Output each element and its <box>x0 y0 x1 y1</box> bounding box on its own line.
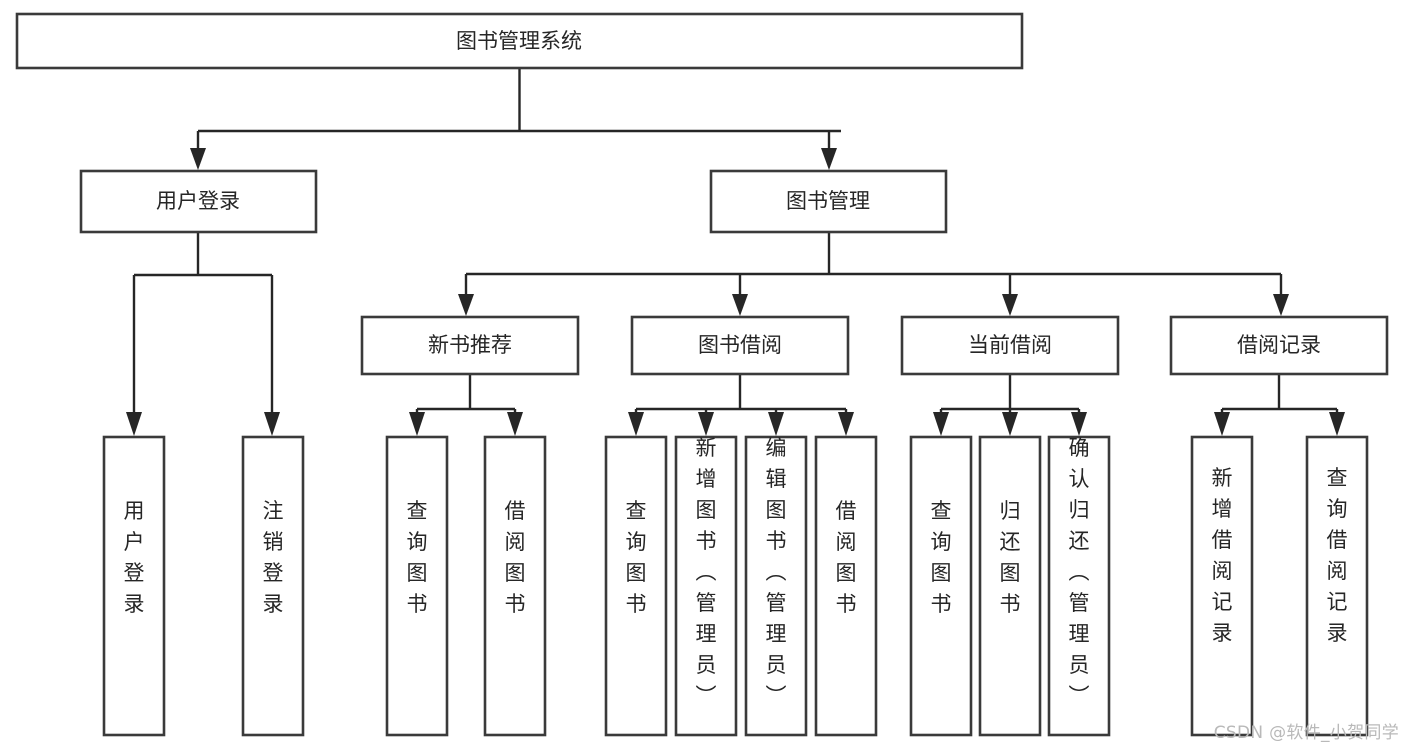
leaf-box-br-query-record[interactable] <box>1305 435 1369 737</box>
leaf-box-cb-query-book[interactable] <box>909 435 973 737</box>
leaf-box-bb-add-book[interactable] <box>674 435 738 737</box>
node-new-book-recommend-box[interactable] <box>360 315 580 376</box>
leaf-box-user-logout[interactable] <box>241 435 305 737</box>
leaf-box-bb-query-book[interactable] <box>604 435 668 737</box>
leaf-node-nbr-query-book[interactable]: 查询图书 <box>385 435 449 737</box>
node-new-book-recommend-label: 新书推荐 <box>428 333 512 357</box>
node-user-login-box[interactable] <box>79 169 318 234</box>
node-borrow-record-box[interactable] <box>1169 315 1389 376</box>
leaf-node-cb-confirm-return[interactable]: 确认归还︵管理员︶ <box>1047 435 1111 737</box>
node-user-login-label: 用户登录 <box>156 189 240 213</box>
node-book-manage-label: 图书管理 <box>786 189 870 213</box>
node-borrow-record-label: 借阅记录 <box>1237 333 1321 357</box>
leaf-node-cb-return-book[interactable]: 归还图书 <box>978 435 1042 737</box>
leaf-label-cb-confirm-return: 确认归还︵管理员︶ <box>1069 436 1090 708</box>
leaf-label-nbr-query-book: 查询图书 <box>407 499 428 616</box>
arrow-head-bb-leaf-3 <box>768 412 784 436</box>
leaf-label-cb-return-book: 归还图书 <box>1000 499 1021 616</box>
leaf-label-br-query-record: 查询借阅记录 <box>1327 466 1348 645</box>
node-borrow-record[interactable]: 借阅记录 <box>1169 315 1389 376</box>
node-book-manage[interactable]: 图书管理 <box>709 169 948 234</box>
leaf-label-user-login-login: 用户登录 <box>124 499 145 616</box>
leaf-node-bb-edit-book[interactable]: 编辑图书︵管理员︶ <box>744 435 808 737</box>
leaf-label-user-logout: 注销登录 <box>263 499 284 616</box>
leaf-label-bb-add-book: 新增图书︵管理员︶ <box>696 436 717 708</box>
node-user-login[interactable]: 用户登录 <box>79 169 318 234</box>
arrow-head-borrow-record <box>1273 294 1289 316</box>
leaf-box-bb-edit-book[interactable] <box>744 435 808 737</box>
arrow-head-leaf-user-login <box>126 412 142 436</box>
arrow-head-br-leaf-1 <box>1214 412 1230 436</box>
node-book-borrow-box[interactable] <box>630 315 850 376</box>
arrow-head-bb-leaf-1 <box>628 412 644 436</box>
leaf-box-user-login-login[interactable] <box>102 435 166 737</box>
node-current-borrow[interactable]: 当前借阅 <box>900 315 1120 376</box>
arrow-head-current-borrow <box>1002 294 1018 316</box>
leaf-node-bb-query-book[interactable]: 查询图书 <box>604 435 668 737</box>
arrow-head-cb-leaf-3 <box>1071 412 1087 436</box>
node-book-borrow-label: 图书借阅 <box>698 333 782 357</box>
leaf-label-cb-query-book: 查询图书 <box>931 499 952 616</box>
arrow-head-nbr-leaf-1 <box>409 412 425 436</box>
leaf-box-cb-confirm-return[interactable] <box>1047 435 1111 737</box>
leaf-node-bb-add-book[interactable]: 新增图书︵管理员︶ <box>674 435 738 737</box>
arrow-head-leaf-logout <box>264 412 280 436</box>
node-new-book-recommend[interactable]: 新书推荐 <box>360 315 580 376</box>
arrow-head-br-leaf-2 <box>1329 412 1345 436</box>
leaf-label-bb-borrow-book: 借阅图书 <box>836 499 857 616</box>
node-book-manage-box[interactable] <box>709 169 948 234</box>
connector-layer <box>126 68 1345 436</box>
leaf-node-user-logout[interactable]: 注销登录 <box>241 435 305 737</box>
node-root[interactable]: 图书管理系统 <box>15 12 1024 70</box>
leaf-label-br-add-record: 新增借阅记录 <box>1212 466 1233 645</box>
leaf-node-br-add-record[interactable]: 新增借阅记录 <box>1190 435 1254 737</box>
arrow-head-new-book-recommend <box>458 294 474 316</box>
leaf-node-br-query-record[interactable]: 查询借阅记录 <box>1305 435 1369 737</box>
arrow-head-cb-leaf-2 <box>1002 412 1018 436</box>
leaf-box-nbr-borrow-book[interactable] <box>483 435 547 737</box>
leaf-node-bb-borrow-book[interactable]: 借阅图书 <box>814 435 878 737</box>
node-root-box[interactable] <box>15 12 1024 70</box>
arrow-head-book-manage <box>821 148 837 170</box>
arrow-head-bb-leaf-4 <box>838 412 854 436</box>
node-book-borrow[interactable]: 图书借阅 <box>630 315 850 376</box>
arrow-head-cb-leaf-1 <box>933 412 949 436</box>
leaf-label-nbr-borrow-book: 借阅图书 <box>505 499 526 616</box>
leaf-box-cb-return-book[interactable] <box>978 435 1042 737</box>
leaf-label-bb-edit-book: 编辑图书︵管理员︶ <box>766 436 787 708</box>
leaf-node-user-login-login[interactable]: 用户登录 <box>102 435 166 737</box>
leaf-box-bb-borrow-book[interactable] <box>814 435 878 737</box>
arrow-head-bb-leaf-2 <box>698 412 714 436</box>
node-current-borrow-label: 当前借阅 <box>968 333 1052 357</box>
arrow-head-user-login <box>190 148 206 170</box>
node-root-label: 图书管理系统 <box>456 29 582 53</box>
leaf-label-bb-query-book: 查询图书 <box>626 499 647 616</box>
leaf-box-br-add-record[interactable] <box>1190 435 1254 737</box>
arrow-head-book-borrow <box>732 294 748 316</box>
leaf-node-nbr-borrow-book[interactable]: 借阅图书 <box>483 435 547 737</box>
leaf-node-cb-query-book[interactable]: 查询图书 <box>909 435 973 737</box>
leaf-box-nbr-query-book[interactable] <box>385 435 449 737</box>
arrow-head-nbr-leaf-2 <box>507 412 523 436</box>
node-current-borrow-box[interactable] <box>900 315 1120 376</box>
csdn-watermark: CSDN @软件_小贺同学 <box>1213 723 1399 743</box>
